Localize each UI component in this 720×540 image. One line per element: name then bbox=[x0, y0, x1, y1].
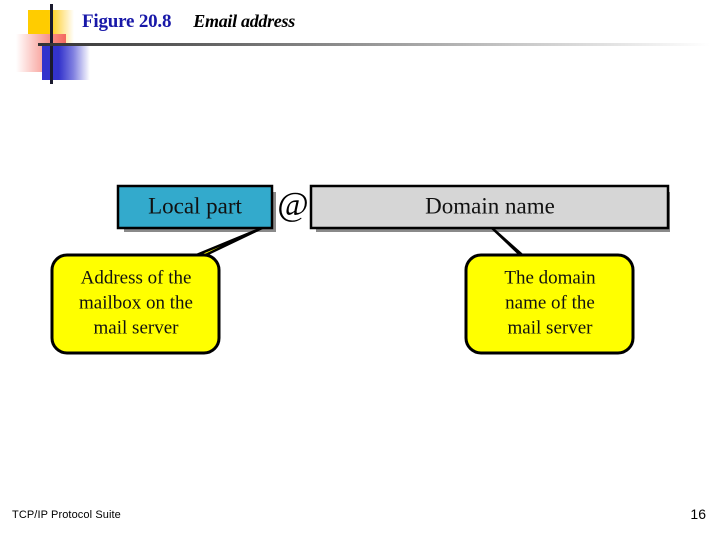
footer-page-number: 16 bbox=[690, 506, 706, 522]
local-part-callout-line-1: Address of the bbox=[81, 267, 192, 288]
local-part-callout-box bbox=[50, 253, 221, 355]
figure-number: Figure 20.8 bbox=[82, 11, 172, 32]
domain-name-callout-line-1: The domain bbox=[504, 267, 596, 288]
figure-caption: Email address bbox=[193, 11, 295, 31]
domain-name-box bbox=[309, 184, 670, 230]
decoration-horizontal-rule bbox=[38, 43, 710, 46]
domain-name-callout-line-2: name of the bbox=[505, 292, 595, 313]
domain-name-callout-line-3: mail server bbox=[508, 317, 594, 338]
local-part-callout-line-3: mail server bbox=[94, 317, 180, 338]
domain-name-callout-box bbox=[464, 253, 635, 355]
domain-name-label: Domain name bbox=[425, 193, 555, 218]
local-part-callout-line-2: mailbox on the bbox=[79, 292, 193, 313]
header-decoration bbox=[0, 0, 720, 92]
at-symbol: @ bbox=[277, 186, 308, 223]
local-part-label: Local part bbox=[148, 193, 242, 218]
local-part-box bbox=[116, 184, 274, 230]
footer-book-title: TCP/IP Protocol Suite bbox=[12, 509, 121, 521]
page-title: Figure 20.8 Email address bbox=[82, 11, 295, 33]
